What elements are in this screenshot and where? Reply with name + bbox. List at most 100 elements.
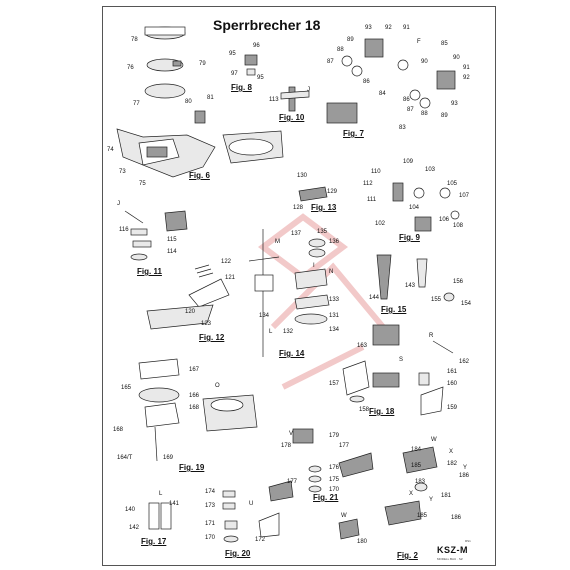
fig17-mount-163 [372, 324, 400, 346]
part-label: 167 [189, 367, 200, 373]
part-label: 88 [337, 47, 344, 53]
part-label: 164/T [117, 455, 133, 461]
part-158 [349, 395, 365, 403]
part-label: V [289, 431, 294, 437]
brand-logo: KSZ-M [437, 545, 468, 555]
part-label: 123 [201, 321, 212, 327]
part-label: 91 [463, 65, 470, 71]
part-95 [246, 68, 256, 76]
part-label: 159 [447, 405, 458, 411]
fig17-box-157 [342, 360, 370, 396]
fig15-vent-144 [376, 254, 392, 300]
part-label: 109 [403, 159, 414, 165]
part-label: U [249, 501, 254, 507]
part-171 [224, 520, 238, 530]
part-label: L [159, 491, 163, 497]
part-label: Y [463, 465, 468, 471]
part-label: X [409, 491, 414, 497]
part-label: 131 [329, 313, 340, 319]
part-label: 183 [415, 479, 426, 485]
part-label: 144 [369, 295, 380, 301]
fig12-boat-upper [188, 278, 230, 308]
fig14-plate-133 [294, 294, 330, 310]
part-label: 105 [447, 181, 458, 187]
part-label: 137 [291, 231, 302, 237]
part-label: 89 [441, 113, 448, 119]
part-label: 84 [379, 91, 386, 97]
fig18-ring [210, 398, 244, 412]
fig-12-label: Fig. 12 [199, 333, 225, 342]
part-label: 174 [205, 489, 216, 495]
part-label: 184 [411, 447, 422, 453]
part-label: 90 [421, 59, 428, 65]
part-173 [222, 502, 236, 510]
fig16-frame [148, 502, 160, 530]
part-label: 166 [189, 393, 200, 399]
part-label: Y [429, 497, 434, 503]
part-label: 170 [329, 487, 340, 493]
fig15-vent-143 [416, 258, 428, 288]
part-label: 160 [447, 381, 458, 387]
fig2-gun-bottom [384, 500, 422, 526]
part-115 [132, 240, 152, 248]
page-number: RS1 [465, 539, 471, 543]
part-label: 111 [367, 197, 377, 203]
fig17-shield-159 [420, 386, 444, 416]
part-label: 168 [189, 405, 200, 411]
fig14-plate-131 [294, 313, 328, 325]
part-label: 121 [225, 275, 236, 281]
part-label: 179 [329, 433, 340, 439]
fig-15-label: Fig. 15 [381, 305, 407, 314]
part-78-band [144, 26, 186, 36]
part-label: 135 [317, 229, 328, 235]
instruction-sheet: Sperrbrecher 18 Fig. 6 Fig. 8 Fig. 10 Fi… [102, 6, 496, 566]
part-label: 76 [127, 65, 134, 71]
fig13-part [298, 186, 328, 202]
fig12-boat-lower [146, 304, 214, 330]
fig9-bracket [414, 216, 432, 232]
part-label: 95 [229, 51, 236, 57]
part-label: 158 [359, 407, 370, 413]
part-174 [222, 490, 236, 498]
part-label: 87 [327, 59, 334, 65]
part-label: 110 [371, 169, 381, 175]
part-label: F [417, 39, 421, 45]
fig-18-label: Fig. 19 [179, 463, 205, 472]
part-label: 136 [329, 239, 340, 245]
fig11-bracket [164, 210, 188, 232]
fig7-top-housing [364, 38, 384, 58]
part-label: 92 [463, 75, 470, 81]
part-label: N [329, 269, 334, 275]
part-label: 115 [167, 237, 177, 243]
part-label: X [449, 449, 454, 455]
part-label: 161 [447, 369, 458, 375]
part-label: 95 [257, 75, 264, 81]
part-label: 132 [283, 329, 294, 335]
part-label: W [431, 437, 437, 443]
fig-20-label: Fig. 21 [313, 493, 339, 502]
fig21-gun [338, 518, 360, 540]
fig-13-label: Fig. 13 [311, 203, 337, 212]
part-label: 128 [293, 205, 304, 211]
part-label: 104 [409, 205, 420, 211]
part-114 [130, 253, 148, 261]
fig-14-label: Fig. 14 [279, 349, 305, 358]
part-label: 96 [253, 43, 260, 49]
fig18-disc-166 [138, 387, 180, 403]
assembly-drawings [116, 26, 460, 543]
fig6-box [146, 146, 168, 158]
fig-10-label: Fig. 10 [279, 113, 305, 122]
part-label: 78 [131, 37, 138, 43]
part-label: 81 [207, 95, 214, 101]
part-label: 163 [357, 343, 368, 349]
part-label: 172 [255, 537, 266, 543]
fig-9-label: Fig. 9 [399, 233, 420, 242]
part-label: 177 [339, 443, 350, 449]
fig18-shield-167 [138, 358, 180, 380]
part-label: 186 [459, 473, 470, 479]
fig-11-label: Fig. 11 [137, 267, 162, 276]
part-label: 114 [167, 249, 177, 255]
fig2-gun-top [402, 446, 438, 474]
part-label: 89 [347, 37, 354, 43]
part-label: 129 [327, 189, 338, 195]
